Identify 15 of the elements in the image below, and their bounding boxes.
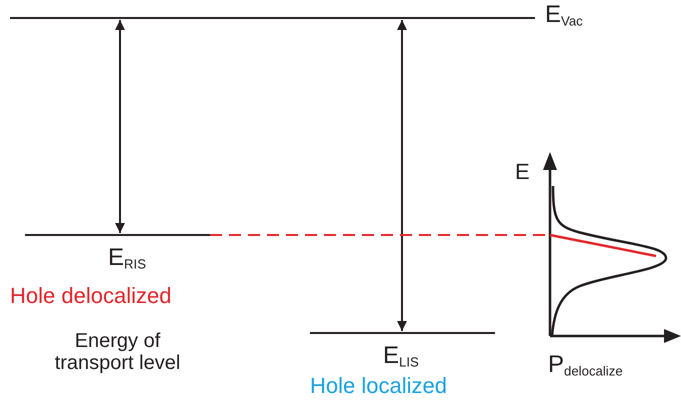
distribution-plot-drawing xyxy=(543,152,681,343)
level-label: E$_{Vac}$ xyxy=(545,2,583,29)
level-label: E$_{LIS}$ xyxy=(383,343,419,370)
description-text: Energy of transport level xyxy=(54,330,182,374)
energy-level-line xyxy=(10,17,535,19)
state-label: Hole delocalized xyxy=(10,284,172,308)
axis-label: P$_{delocalize}$ xyxy=(548,352,623,379)
energy-level-line xyxy=(25,234,210,236)
dashed-line xyxy=(210,234,548,236)
axis-label: E xyxy=(515,160,530,184)
arrow xyxy=(397,20,407,331)
level-label: E$_{RIS}$ xyxy=(108,245,146,272)
energy-level-line xyxy=(310,332,495,334)
state-label: Hole localized xyxy=(310,374,447,398)
arrow xyxy=(115,20,125,233)
